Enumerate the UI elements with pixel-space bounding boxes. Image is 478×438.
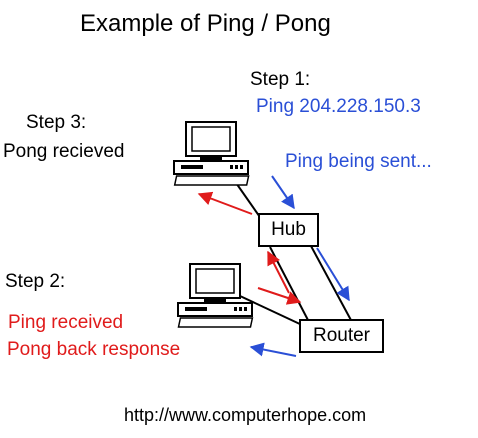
step1-label: Step 1: bbox=[250, 69, 311, 90]
diagram-title: Example of Ping / Pong bbox=[80, 10, 331, 37]
link-hub-router bbox=[310, 245, 353, 323]
router-label: Router bbox=[312, 325, 371, 346]
pong-arrow-hub-to-pc1 bbox=[197, 191, 253, 215]
step1-status: Ping being sent... bbox=[285, 151, 432, 172]
ping-arrow-router-to-pc2 bbox=[249, 342, 297, 357]
link-pc2-router bbox=[239, 295, 303, 326]
router-node: Router bbox=[299, 319, 384, 353]
step2-label: Step 2: bbox=[5, 271, 66, 292]
ping-arrow-hub-to-router bbox=[316, 247, 350, 302]
source-url: http://www.computerhope.com bbox=[124, 405, 367, 425]
desktop-computer-icon bbox=[173, 121, 250, 186]
pong-arrow-to-hub bbox=[267, 250, 290, 294]
step3-label: Step 3: bbox=[26, 112, 87, 133]
desktop-computer-icon bbox=[177, 263, 254, 328]
link-pc1-hub bbox=[233, 179, 263, 221]
hub-label: Hub bbox=[271, 219, 306, 240]
hub-node: Hub bbox=[258, 213, 319, 247]
pong-arrow-pc2-to-router bbox=[257, 287, 302, 305]
step3-description: Pong recieved bbox=[3, 141, 125, 162]
link-hub-pc2 bbox=[269, 246, 310, 323]
step2-ping-received: Ping received bbox=[8, 312, 124, 333]
step2-pong-response: Pong back response bbox=[7, 339, 181, 360]
step1-command: Ping 204.228.150.3 bbox=[256, 96, 421, 117]
ping-arrow-pc1-to-hub bbox=[271, 175, 295, 210]
